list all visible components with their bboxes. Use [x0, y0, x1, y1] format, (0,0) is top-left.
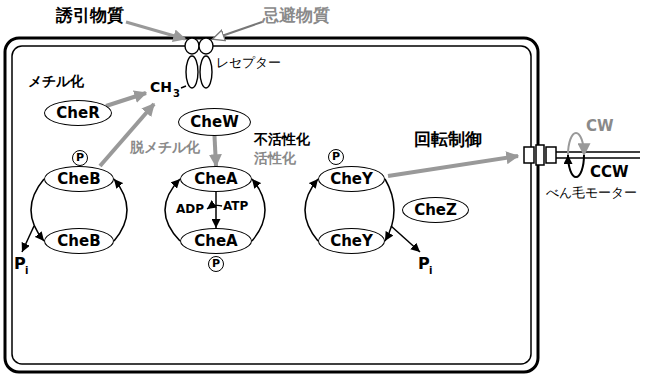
text-label: CW — [586, 118, 614, 135]
protein-name: CheR — [56, 105, 99, 122]
text-label: i — [25, 265, 28, 276]
connector — [114, 179, 127, 241]
protein-name: CheB — [57, 171, 100, 188]
protein-oval: CheB — [44, 166, 114, 192]
text-label: べん毛モーター — [546, 186, 637, 200]
motor-ring — [524, 147, 534, 163]
receptor-part — [186, 56, 198, 88]
text-label: 忌避物質 — [262, 6, 330, 25]
text-label: P — [14, 255, 26, 273]
phosphate-mark: P — [332, 151, 340, 163]
motor-ring — [546, 147, 556, 163]
receptor-part — [200, 56, 212, 88]
cw-rotation-arrow — [568, 133, 584, 155]
atp-arrow — [207, 205, 222, 209]
cell-outer-membrane — [5, 38, 538, 372]
connector — [385, 179, 394, 241]
text-label: i — [429, 265, 432, 276]
protein-oval: CheY — [318, 228, 385, 254]
receptor-part — [199, 38, 213, 54]
phosphate-mark: P — [76, 152, 84, 164]
phosphate-circle: P — [208, 256, 224, 272]
protein-oval: CheR — [44, 100, 112, 126]
protein-oval: CheW — [178, 108, 251, 136]
protein-name: CheA — [194, 171, 237, 188]
protein-name: CheW — [190, 114, 238, 131]
text-label: 不活性化 — [254, 132, 310, 147]
protein-oval: CheY — [318, 166, 385, 192]
text-label: 活性化 — [254, 151, 296, 166]
protein-name: CheZ — [414, 202, 457, 219]
protein-oval: CheB — [44, 228, 114, 254]
repellent-arrow — [213, 22, 262, 39]
text-label: 回転制御 — [414, 130, 482, 149]
phosphate-release-arrow — [22, 226, 34, 252]
text-label: CH — [150, 80, 172, 95]
attractant-arrow — [126, 22, 185, 39]
protein-oval: CheA — [180, 166, 252, 192]
connector — [31, 179, 44, 241]
ccw-rotation-arrow — [568, 155, 584, 177]
connector — [305, 179, 318, 241]
connector — [252, 179, 265, 241]
protein-name: CheB — [57, 233, 100, 250]
protein-oval: CheZ — [402, 197, 469, 223]
methylation-arrow — [106, 93, 146, 106]
phosphate-circle: P — [72, 150, 88, 166]
cell-inner-membrane — [12, 46, 531, 364]
receptor-part — [185, 38, 199, 54]
phosphate-circle: P — [328, 149, 344, 165]
text-label: レセプター — [216, 56, 281, 70]
flagellar-motor — [524, 145, 556, 165]
receptor-symbol — [185, 38, 213, 88]
protein-name: CheA — [194, 233, 237, 250]
connector — [215, 136, 217, 166]
text-label: 誘引物質 — [56, 6, 124, 25]
text-label: ADP — [176, 203, 204, 216]
protein-name: CheY — [330, 171, 373, 188]
text-label: メチル化 — [28, 74, 84, 89]
text-label: ATP — [223, 200, 248, 213]
text-label: 脱メチル化 — [130, 140, 200, 155]
text-label: P — [418, 255, 430, 273]
phosphate-mark: P — [212, 258, 220, 270]
methyl-bond — [181, 86, 186, 88]
rotation-control-arrow — [388, 156, 518, 176]
protein-name: CheY — [330, 233, 373, 250]
text-label: 3 — [173, 88, 180, 99]
protein-oval: CheA — [180, 228, 252, 254]
text-label: CCW — [590, 164, 629, 181]
motor-ring — [536, 145, 544, 165]
phosphate-release-arrow — [391, 226, 420, 252]
connector — [215, 192, 217, 228]
